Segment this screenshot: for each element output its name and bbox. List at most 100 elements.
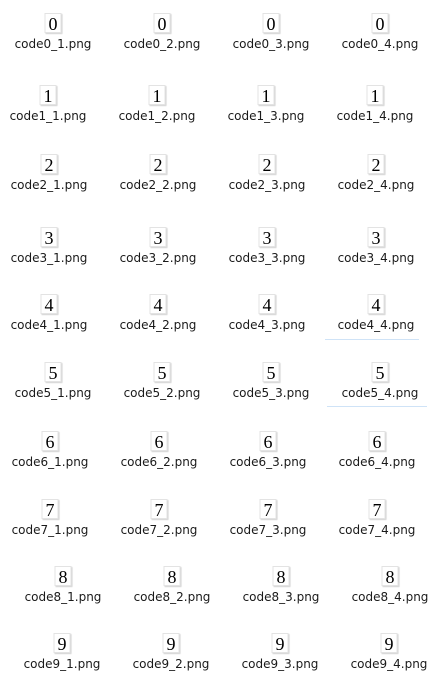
file-name-label: code0_3.png — [232, 37, 310, 51]
image-thumbnail: 3 — [149, 227, 167, 248]
file-name-label: code0_4.png — [341, 37, 419, 51]
file-name-label: code6_3.png — [229, 455, 307, 469]
file-item[interactable]: 0 code0_3.png — [219, 13, 323, 57]
image-thumbnail: 0 — [44, 13, 62, 34]
file-name-label: code7_4.png — [338, 523, 416, 537]
image-thumbnail: 1 — [366, 85, 384, 106]
image-thumbnail: 2 — [258, 154, 276, 175]
file-name-label: code9_2.png — [132, 657, 210, 671]
file-name-label: code6_1.png — [11, 455, 89, 469]
file-name-label: code8_1.png — [24, 590, 102, 604]
image-thumbnail: 2 — [40, 154, 58, 175]
file-name-label: code5_4.png — [341, 386, 419, 400]
file-name-label: code8_4.png — [351, 590, 429, 604]
file-name-label: code7_1.png — [11, 523, 89, 537]
file-item[interactable]: 9 code9_1.png — [10, 633, 114, 677]
file-item[interactable]: 2 code2_2.png — [106, 154, 210, 198]
image-thumbnail: 0 — [153, 13, 171, 34]
image-thumbnail: 2 — [149, 154, 167, 175]
image-thumbnail: 5 — [153, 362, 171, 383]
image-thumbnail: 7 — [259, 499, 277, 520]
image-thumbnail: 0 — [262, 13, 280, 34]
image-thumbnail: 5 — [44, 362, 62, 383]
image-thumbnail: 9 — [162, 633, 180, 654]
file-name-label: code8_3.png — [242, 590, 320, 604]
file-name-label: code3_3.png — [228, 251, 306, 265]
image-thumbnail: 1 — [39, 85, 57, 106]
file-item[interactable]: 8 code8_3.png — [229, 566, 333, 610]
file-name-label: code1_2.png — [118, 109, 196, 123]
file-name-label: code6_2.png — [120, 455, 198, 469]
image-thumbnail: 4 — [258, 294, 276, 315]
file-item[interactable]: 7 code7_4.png — [325, 499, 429, 543]
file-item[interactable]: 6 code6_3.png — [216, 431, 320, 475]
file-name-label: code4_3.png — [228, 318, 306, 332]
image-thumbnail: 9 — [271, 633, 289, 654]
image-thumbnail: 1 — [148, 85, 166, 106]
hover-highlight — [325, 339, 419, 340]
file-name-label: code8_2.png — [133, 590, 211, 604]
file-name-label: code2_4.png — [337, 178, 415, 192]
image-thumbnail: 9 — [53, 633, 71, 654]
file-name-label: code3_1.png — [10, 251, 88, 265]
file-name-label: code1_1.png — [9, 109, 87, 123]
file-item[interactable]: 8 code8_1.png — [11, 566, 115, 610]
file-item[interactable]: 1 code1_2.png — [105, 85, 209, 129]
file-name-label: code9_1.png — [23, 657, 101, 671]
file-name-label: code7_3.png — [229, 523, 307, 537]
file-name-label: code4_1.png — [10, 318, 88, 332]
file-item[interactable]: 9 code9_2.png — [119, 633, 223, 677]
file-item[interactable]: 3 code3_4.png — [324, 227, 428, 271]
image-thumbnail: 4 — [367, 294, 385, 315]
file-name-label: code3_2.png — [119, 251, 197, 265]
file-item[interactable]: 4 code4_1.png — [0, 294, 101, 338]
file-item[interactable]: 8 code8_2.png — [120, 566, 224, 610]
image-thumbnail: 7 — [150, 499, 168, 520]
image-thumbnail: 6 — [259, 431, 277, 452]
image-thumbnail: 8 — [163, 566, 181, 587]
file-item[interactable]: 6 code6_4.png — [325, 431, 429, 475]
image-thumbnail: 8 — [272, 566, 290, 587]
image-thumbnail: 1 — [257, 85, 275, 106]
image-thumbnail: 8 — [54, 566, 72, 587]
image-thumbnail: 3 — [258, 227, 276, 248]
file-item[interactable]: 0 code0_1.png — [1, 13, 105, 57]
file-item[interactable]: 1 code1_3.png — [214, 85, 318, 129]
file-name-label: code0_1.png — [14, 37, 92, 51]
file-item[interactable]: 2 code2_3.png — [215, 154, 319, 198]
file-item[interactable]: 3 code3_3.png — [215, 227, 319, 271]
file-item[interactable]: 1 code1_1.png — [0, 85, 100, 129]
file-name-label: code6_4.png — [338, 455, 416, 469]
file-item[interactable]: 4 code4_3.png — [215, 294, 319, 338]
file-name-label: code3_4.png — [337, 251, 415, 265]
image-thumbnail: 7 — [368, 499, 386, 520]
file-item[interactable]: 7 code7_3.png — [216, 499, 320, 543]
image-thumbnail: 3 — [367, 227, 385, 248]
image-thumbnail: 6 — [368, 431, 386, 452]
file-name-label: code1_3.png — [227, 109, 305, 123]
image-thumbnail: 4 — [40, 294, 58, 315]
file-name-label: code2_3.png — [228, 178, 306, 192]
file-name-label: code2_2.png — [119, 178, 197, 192]
file-item[interactable]: 3 code3_2.png — [106, 227, 210, 271]
